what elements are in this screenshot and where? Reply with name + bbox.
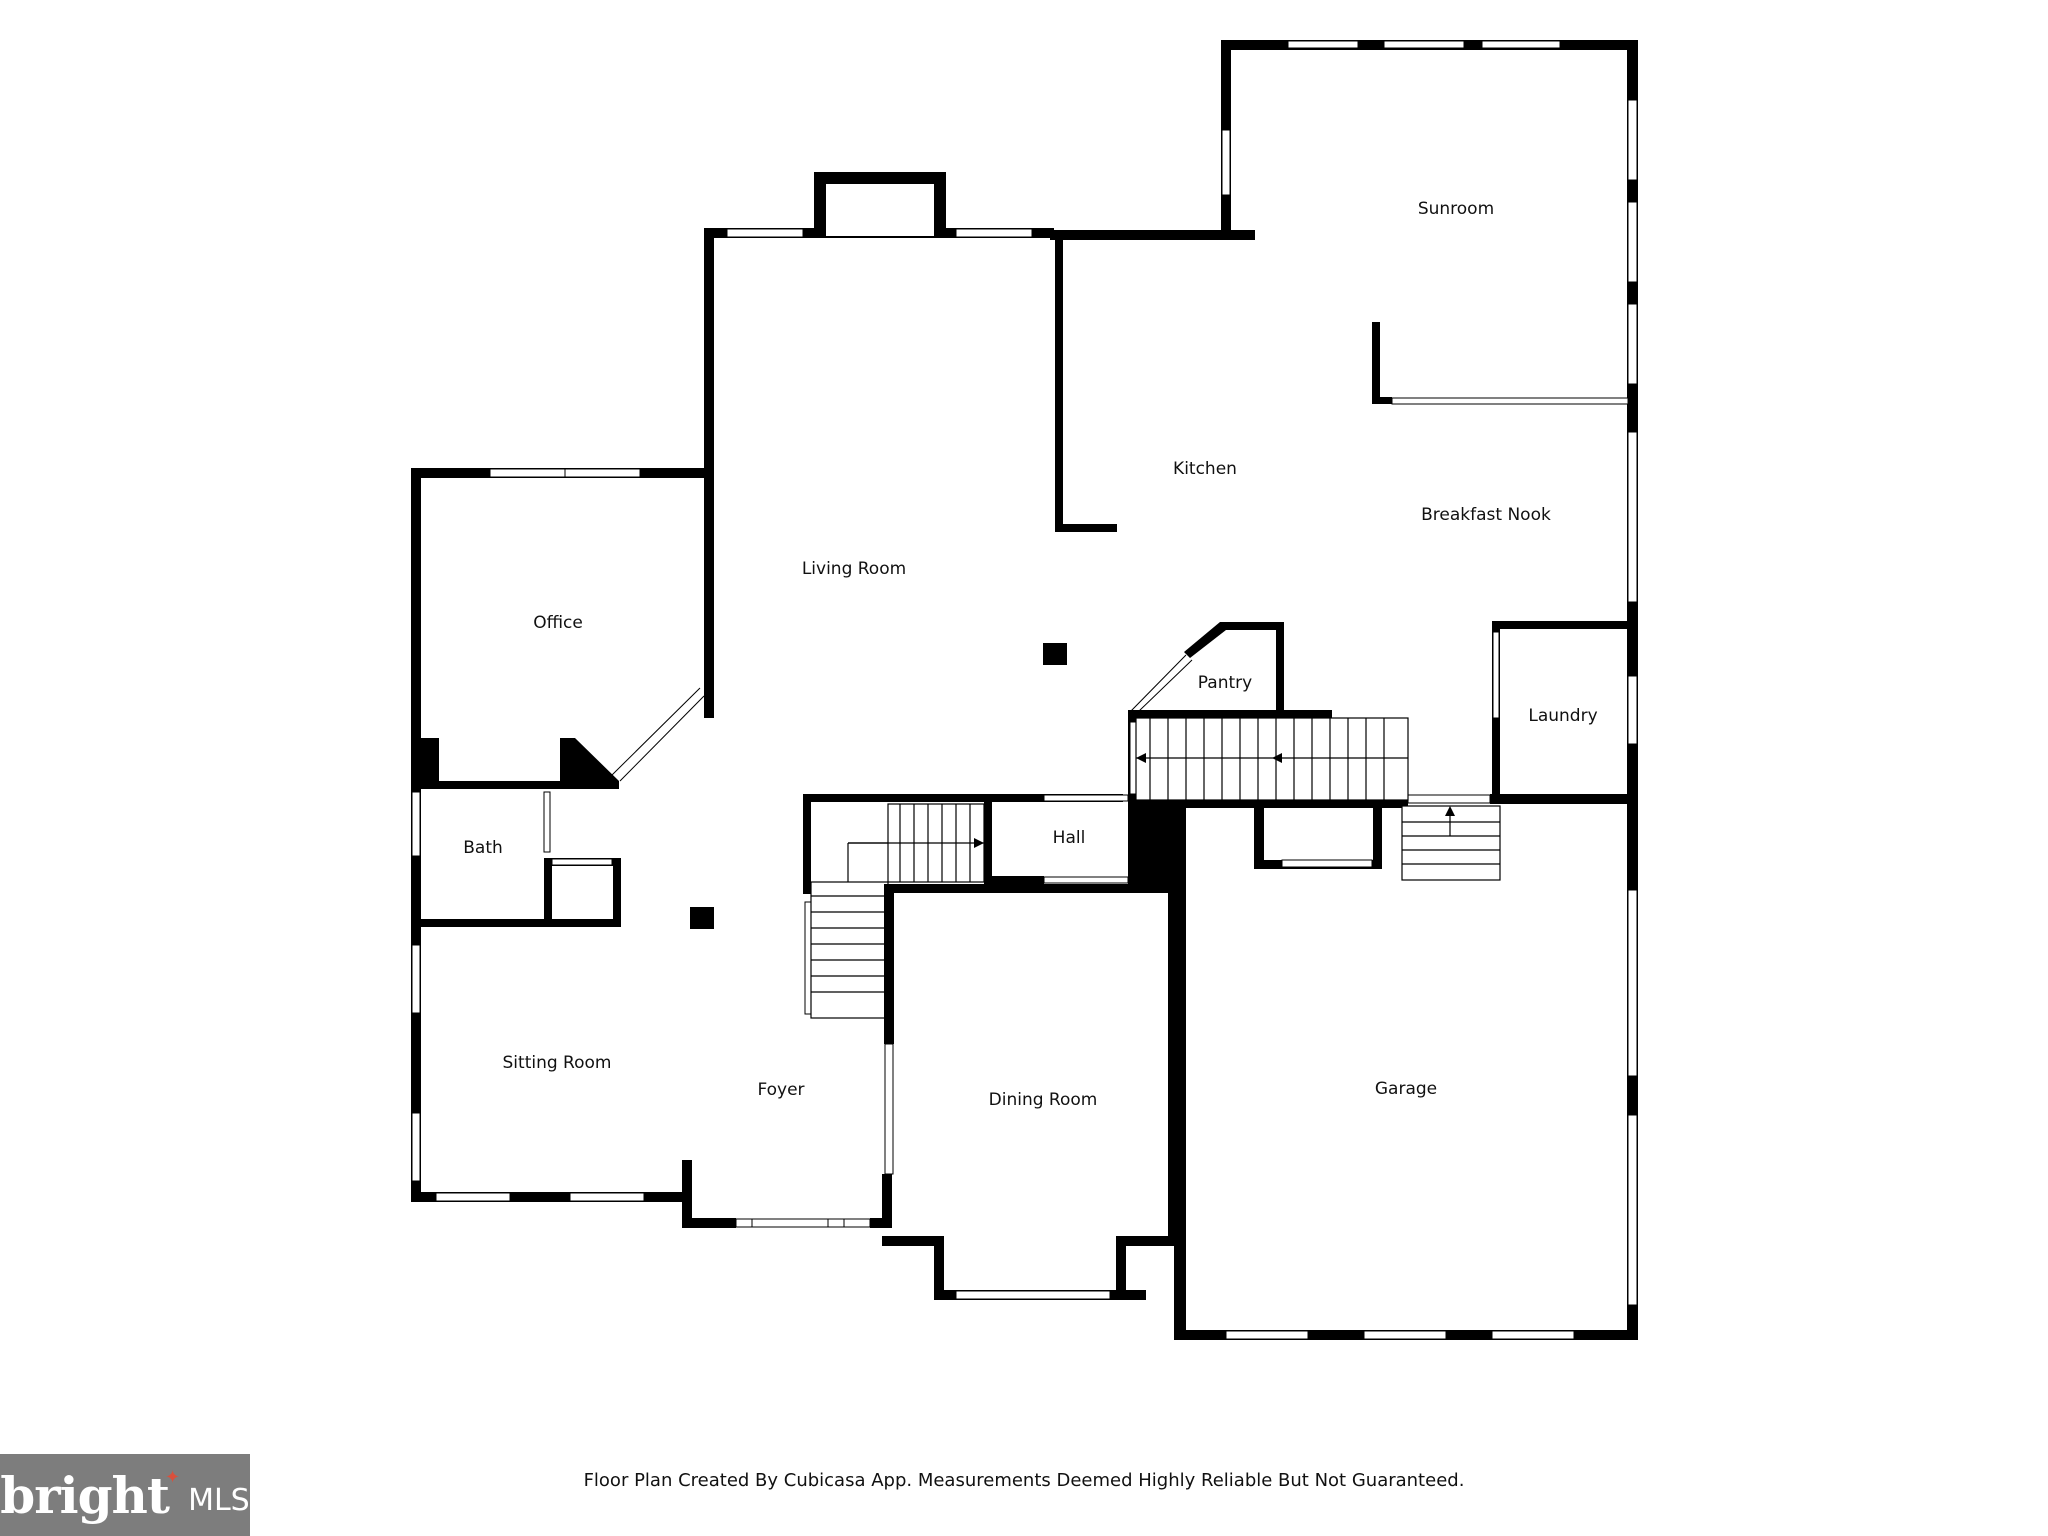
pantry-door <box>1129 654 1193 713</box>
logo-suffix: MLS <box>188 1482 250 1518</box>
garage-steps <box>1401 805 1501 881</box>
label-breakfast-nook: Breakfast Nook <box>1421 505 1551 525</box>
room-labels: Sunroom Kitchen Breakfast Nook Living Ro… <box>463 199 1597 1110</box>
label-hall: Hall <box>1053 828 1086 848</box>
label-foyer: Foyer <box>757 1080 804 1100</box>
label-laundry: Laundry <box>1528 706 1597 726</box>
label-office: Office <box>533 613 583 633</box>
back-staircase <box>1135 710 1409 801</box>
office-door <box>611 687 705 782</box>
label-sitting-room: Sitting Room <box>503 1053 612 1073</box>
label-pantry: Pantry <box>1198 673 1252 693</box>
windows <box>411 40 1638 1340</box>
column <box>1043 643 1067 665</box>
bright-mls-logo: bright ✦ MLS <box>0 1454 250 1536</box>
label-garage: Garage <box>1375 1079 1437 1099</box>
logo-word: bright <box>0 1465 170 1525</box>
label-living-room: Living Room <box>802 559 906 579</box>
label-bath: Bath <box>463 838 503 858</box>
logo-star-icon: ✦ <box>164 1466 181 1488</box>
column <box>690 907 714 929</box>
label-dining-room: Dining Room <box>989 1090 1098 1110</box>
label-kitchen: Kitchen <box>1173 459 1237 479</box>
disclaimer-caption: Floor Plan Created By Cubicasa App. Meas… <box>583 1470 1465 1491</box>
main-staircase <box>810 803 985 1044</box>
label-sunroom: Sunroom <box>1418 199 1494 219</box>
